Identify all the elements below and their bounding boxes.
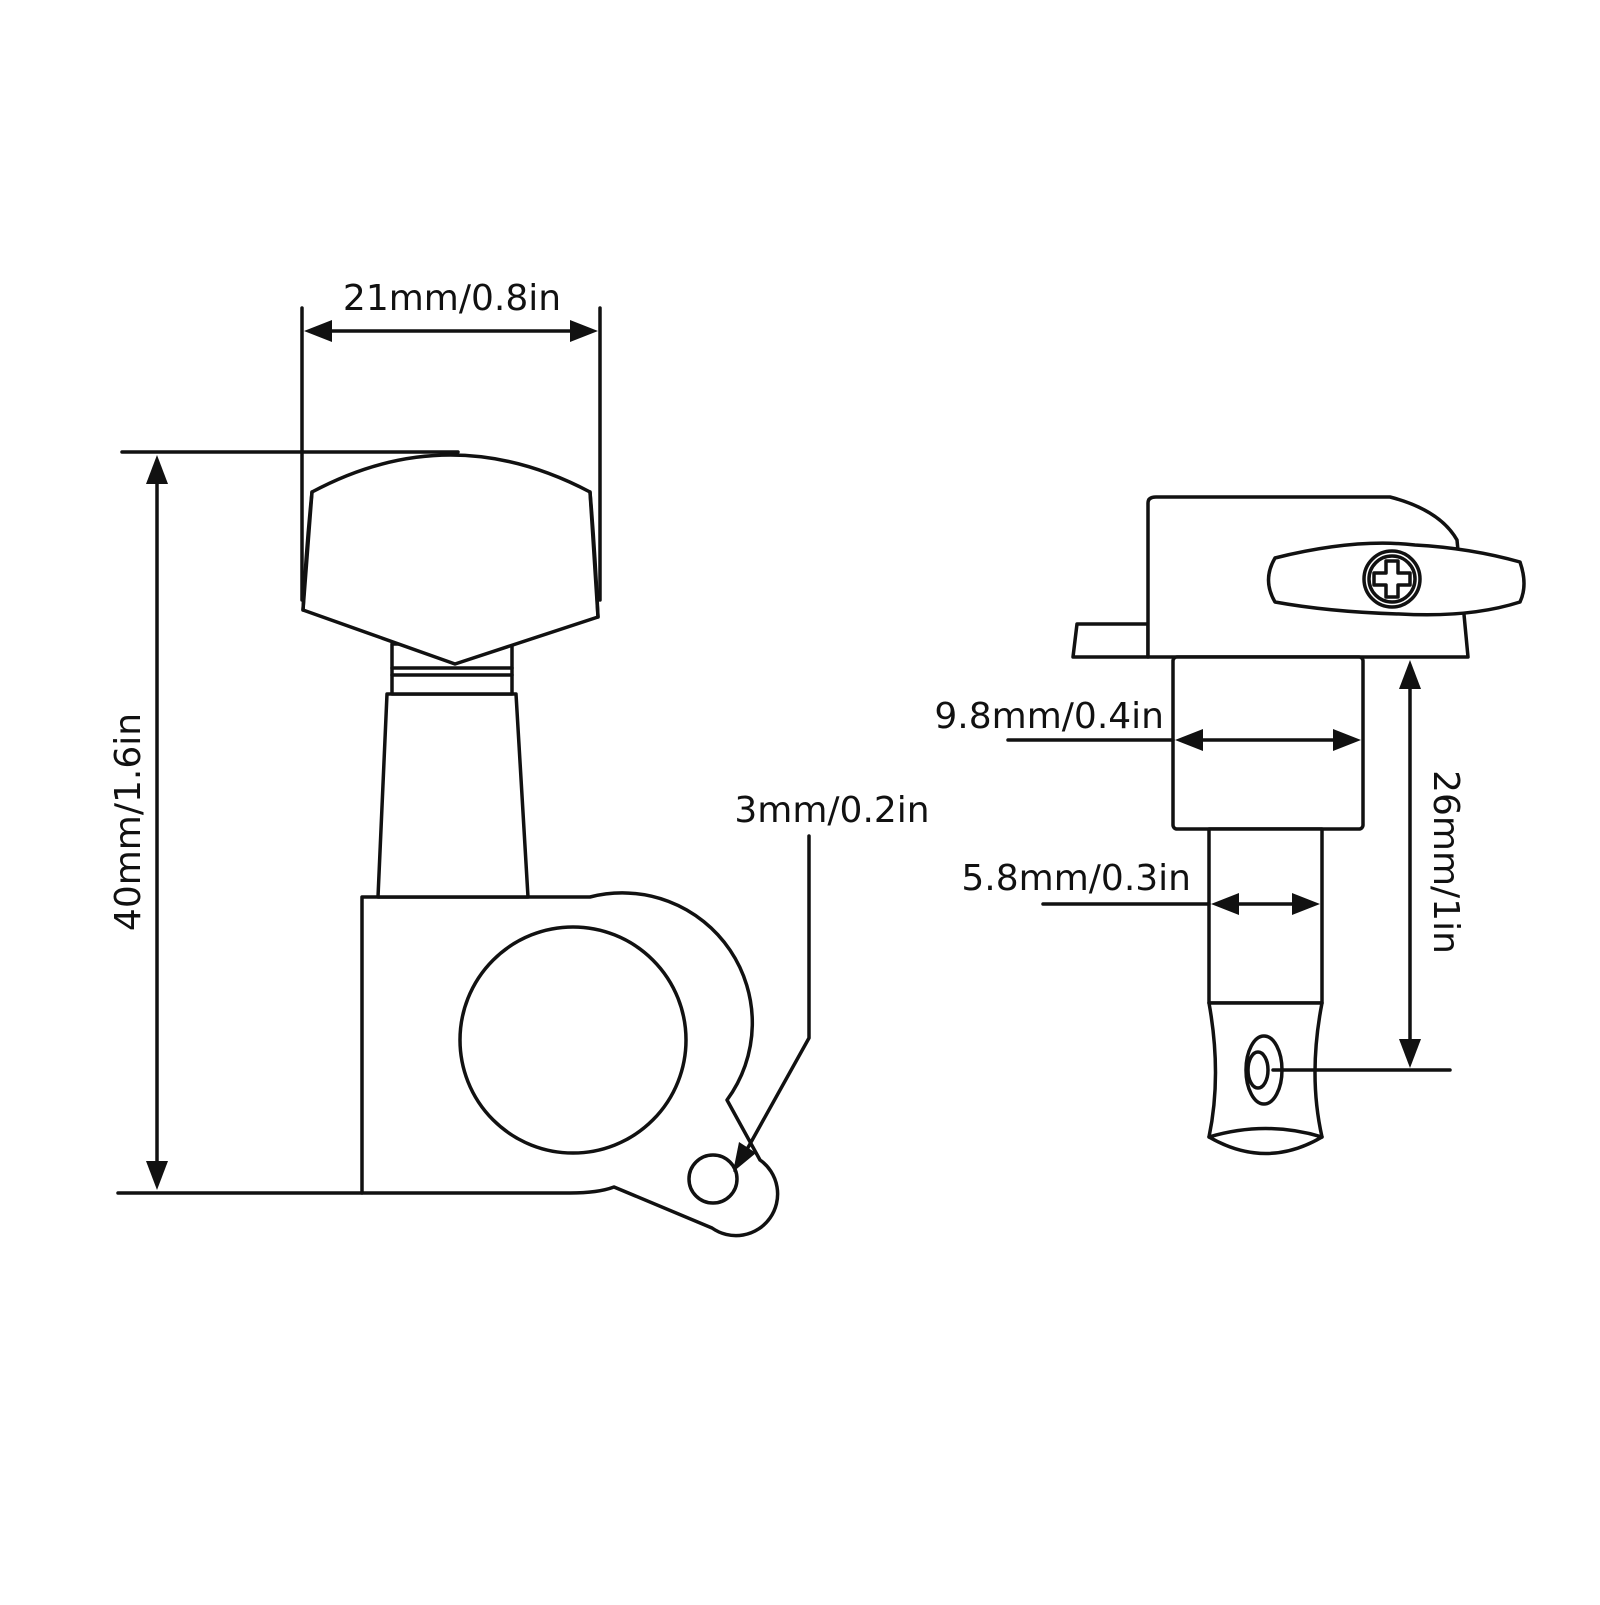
bushing-diameter-dimension: 9.8mm/0.4in — [934, 696, 1361, 751]
arrow-head — [304, 320, 332, 342]
button-width-dimension: 21mm/0.8in — [300, 278, 602, 602]
dimension-label-total-height: 40mm/1.6in — [108, 713, 149, 931]
screw-rim — [1367, 554, 1417, 604]
string-post — [1207, 827, 1324, 1005]
arrow-head — [733, 1142, 756, 1172]
tuner-shaft — [376, 692, 530, 899]
arrow-head — [1399, 1039, 1421, 1068]
post-height-dimension: 26mm/1in — [1271, 660, 1466, 1072]
string-hole-inner — [1246, 1050, 1270, 1090]
arrow-head — [1292, 893, 1320, 915]
post-diameter-dimension: 5.8mm/0.3in — [961, 858, 1320, 915]
dimension-label-post: 5.8mm/0.3in — [961, 858, 1191, 899]
dimension-label-post-height: 26mm/1in — [1425, 770, 1466, 954]
leader-line — [743, 834, 811, 1155]
gear-cover-circle — [458, 925, 688, 1155]
screw-hole — [687, 1153, 739, 1205]
dimension-label-bushing: 9.8mm/0.4in — [934, 696, 1164, 737]
button-edge-line — [588, 490, 600, 619]
screw-hole-dimension: 3mm/0.2in — [733, 790, 930, 1172]
tip-edge-line — [1207, 1126, 1324, 1139]
tuner-front-view — [301, 453, 780, 1238]
dimension-label-button-width: 21mm/0.8in — [343, 278, 561, 319]
tuning-button — [301, 453, 600, 666]
arrow-head — [570, 320, 598, 342]
arrow-head — [1175, 729, 1203, 751]
dimension-label-screw-hole: 3mm/0.2in — [734, 790, 929, 831]
arrow-head — [1211, 893, 1239, 915]
arrow-head — [146, 455, 168, 484]
total-height-dimension: 40mm/1.6in — [108, 450, 460, 1195]
side-tab — [1071, 622, 1150, 659]
arrow-head — [1333, 729, 1361, 751]
phillips-cross — [1372, 559, 1412, 599]
tuner-side-view — [1071, 495, 1526, 1156]
arrow-head — [146, 1161, 168, 1190]
arrow-head — [1399, 660, 1421, 689]
